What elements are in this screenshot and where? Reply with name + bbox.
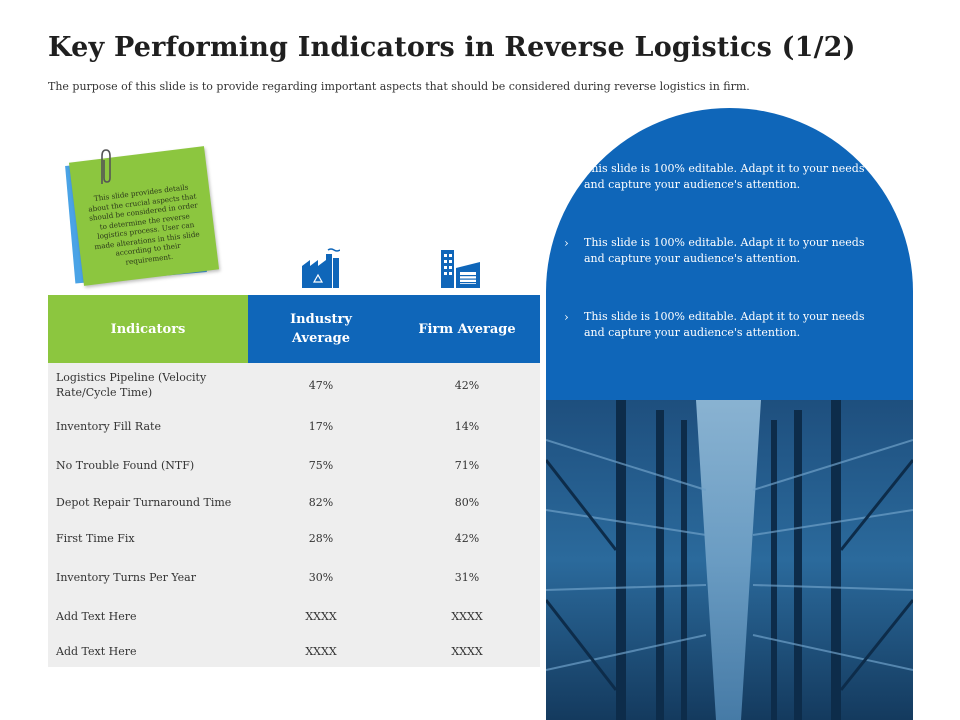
row-indicator-name: No Trouble Found (NTF) <box>56 458 195 472</box>
row-industry-average: XXXX <box>305 609 337 623</box>
bullet-item: › This slide is 100% editable. Adapt it … <box>564 309 874 341</box>
row-industry-average: 17% <box>308 419 334 433</box>
table-row: Inventory Turns Per Year 30% 31% <box>48 557 540 597</box>
table-row: No Trouble Found (NTF) 75% 71% <box>48 445 540 485</box>
bullet-text: This slide is 100% editable. Adapt it to… <box>584 162 865 191</box>
table-row: First Time Fix 28% 42% <box>48 519 540 557</box>
table-header: Indicators Industry Average Firm Average <box>48 295 540 363</box>
header-indicators: Indicators <box>48 295 248 363</box>
paperclip-icon <box>101 149 111 184</box>
table-row: Add Text Here XXXX XXXX <box>48 635 540 667</box>
row-indicator-name: Inventory Fill Rate <box>56 419 161 433</box>
building-icon <box>441 250 480 288</box>
row-indicator-name: Add Text Here <box>56 609 137 623</box>
row-firm-average: 80% <box>454 495 480 509</box>
sticky-note-text: This slide provides details about the cr… <box>87 182 201 267</box>
table-row: Logistics Pipeline (Velocity Rate/Cycle … <box>48 363 540 407</box>
table-row: Depot Repair Turnaround Time 82% 80% <box>48 485 540 519</box>
row-industry-average: 28% <box>308 531 334 545</box>
bullet-text: This slide is 100% editable. Adapt it to… <box>584 236 865 265</box>
row-firm-average: 71% <box>454 458 480 472</box>
row-indicator-name: First Time Fix <box>56 531 135 545</box>
row-firm-average: 42% <box>454 531 480 545</box>
bullet-item: This slide is 100% editable. Adapt it to… <box>584 161 874 193</box>
chevron-right-icon: › <box>564 236 569 250</box>
table-row: Add Text Here XXXX XXXX <box>48 597 540 635</box>
row-firm-average: 14% <box>454 419 480 433</box>
row-indicator-name: Depot Repair Turnaround Time <box>56 495 232 509</box>
row-indicator-name: Inventory Turns Per Year <box>56 570 196 584</box>
row-industry-average: 82% <box>308 495 334 509</box>
bullet-item: › This slide is 100% editable. Adapt it … <box>564 235 874 267</box>
row-industry-average: XXXX <box>305 644 337 658</box>
table-row: Inventory Fill Rate 17% 14% <box>48 407 540 445</box>
row-industry-average: 75% <box>308 458 334 472</box>
factory-icon <box>302 248 340 288</box>
row-firm-average: 42% <box>454 378 480 392</box>
kpi-table: Indicators Industry Average Firm Average… <box>48 295 540 667</box>
header-industry-average: Industry Average <box>248 295 394 363</box>
row-firm-average: 31% <box>454 570 480 584</box>
slide-title: Key Performing Indicators in Reverse Log… <box>48 32 856 63</box>
header-industry-average-label: Industry Average <box>290 312 352 346</box>
row-industry-average: 30% <box>308 570 334 584</box>
sticky-note: This slide provides details about the cr… <box>68 146 220 286</box>
row-firm-average: XXXX <box>451 644 483 658</box>
row-indicator-name: Add Text Here <box>56 644 137 658</box>
row-industry-average: 47% <box>308 378 334 392</box>
chevron-right-icon: › <box>564 310 569 324</box>
header-firm-average: Firm Average <box>418 321 516 337</box>
row-firm-average: XXXX <box>451 609 483 623</box>
bullet-text: This slide is 100% editable. Adapt it to… <box>584 310 865 339</box>
row-indicator-name: Logistics Pipeline (Velocity Rate/Cycle … <box>56 371 207 399</box>
table-body: Logistics Pipeline (Velocity Rate/Cycle … <box>48 363 540 667</box>
info-panel: This slide is 100% editable. Adapt it to… <box>546 108 913 720</box>
warehouse-photo <box>546 400 913 720</box>
slide-subtitle: The purpose of this slide is to provide … <box>48 80 750 93</box>
